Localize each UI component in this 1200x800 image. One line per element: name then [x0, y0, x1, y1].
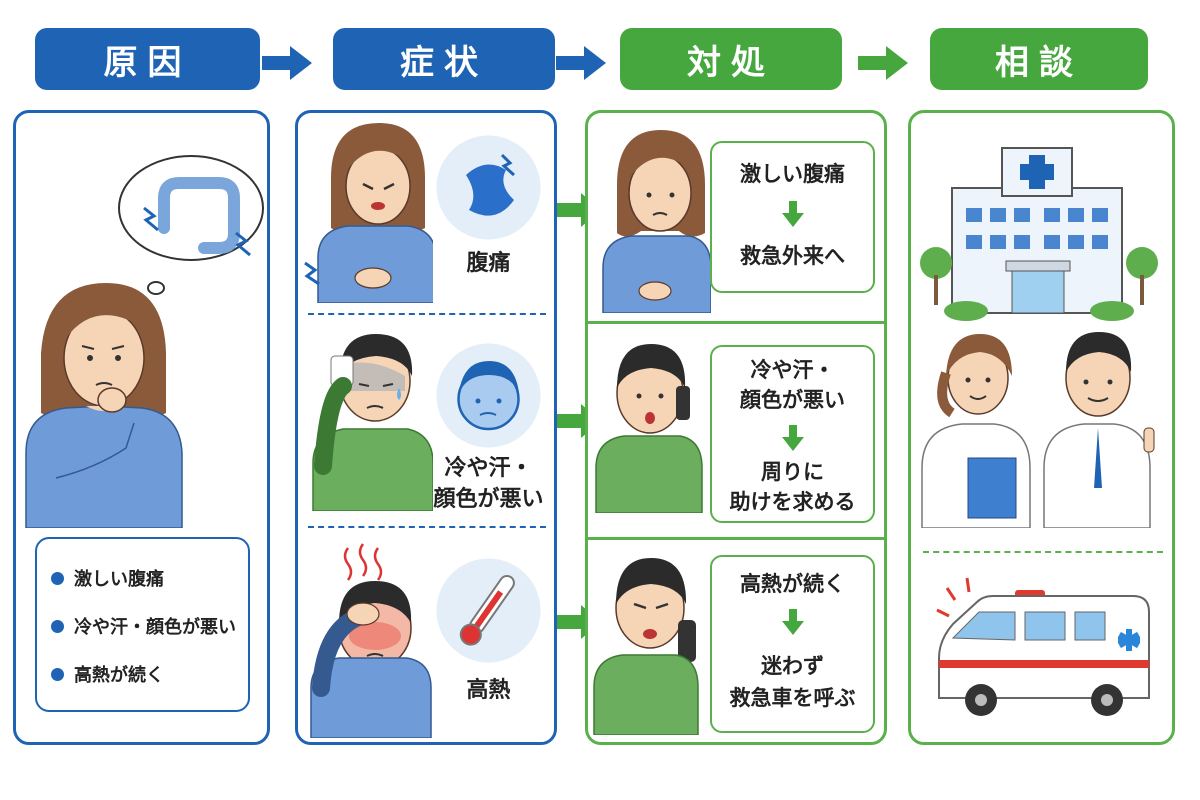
man-fever-illustration — [310, 543, 432, 738]
action-box: 冷や汗・ 顔色が悪い 周りに 助けを求める — [710, 345, 875, 523]
divider — [588, 321, 884, 324]
man-calling-illustration — [593, 558, 699, 735]
lightning-pain-icon — [436, 135, 541, 244]
action-response: 救急外来へ — [740, 244, 845, 268]
step-header-cause: 原因 — [35, 28, 260, 90]
action-trigger: 高熱が続く — [740, 572, 845, 596]
symptom-label: 腹痛 — [466, 251, 511, 276]
woman-stomach-pain-illustration — [304, 123, 433, 303]
ambulance-illustration — [936, 577, 1150, 716]
action-box: 激しい腹痛 救急外来へ — [710, 141, 875, 293]
divider — [308, 526, 546, 528]
cause-item-label: 激しい腹痛 — [74, 569, 164, 590]
action-box: 高熱が続く 迷わず 救急車を呼ぶ — [710, 555, 875, 733]
divider — [308, 313, 546, 315]
symptom-label-line: 冷や汗・ — [444, 456, 533, 481]
arrow-down-icon — [781, 609, 804, 635]
step-header-action: 対処 — [620, 28, 842, 90]
medical-staff-illustration — [921, 332, 1155, 528]
divider — [588, 537, 884, 540]
action-trigger: 冷や汗・ — [750, 358, 835, 382]
divider — [923, 551, 1163, 553]
woman-stomach-pain-illustration — [602, 130, 711, 313]
cause-list-box: 激しい腹痛 冷や汗・顔色が悪い 高熱が続く — [35, 537, 250, 712]
cause-panel: 激しい腹痛 冷や汗・顔色が悪い 高熱が続く — [13, 110, 270, 745]
pale-face-icon — [436, 343, 541, 452]
action-panel: 激しい腹痛 救急外来へ 冷や汗・ 顔色が悪い 周りに 助けを求める 高熱が続く … — [585, 110, 887, 745]
bullet-icon — [51, 667, 64, 681]
symptom-panel: 腹痛 冷や汗・ 顔色が悪い — [295, 110, 557, 745]
symptom-label-line: 顔色が悪い — [433, 487, 544, 512]
man-sweating-illustration — [312, 334, 433, 511]
action-trigger: 激しい腹痛 — [740, 162, 845, 186]
action-trigger: 顔色が悪い — [740, 388, 845, 412]
bullet-icon — [51, 619, 64, 633]
step-header-consult: 相談 — [930, 28, 1148, 90]
list-item: 高熱が続く — [51, 661, 164, 687]
list-item: 冷や汗・顔色が悪い — [51, 613, 236, 639]
arrow-down-icon — [781, 425, 804, 451]
symptom-label: 高熱 — [466, 678, 511, 703]
symptom-label: 冷や汗・ 顔色が悪い — [426, 453, 551, 515]
hospital-building-illustration — [920, 147, 1158, 321]
consult-panel — [908, 110, 1175, 745]
bullet-icon — [51, 571, 64, 585]
thermometer-icon — [436, 558, 541, 667]
action-response: 迷わず — [761, 654, 824, 678]
cause-item-label: 高熱が続く — [74, 665, 164, 686]
action-response: 助けを求める — [729, 490, 856, 514]
man-on-phone-illustration — [595, 344, 703, 513]
arrow-down-icon — [781, 201, 804, 227]
cause-item-label: 冷や汗・顔色が悪い — [74, 617, 236, 638]
action-response: 救急車を呼ぶ — [729, 686, 856, 710]
list-item: 激しい腹痛 — [51, 565, 164, 591]
thinking-woman-illustration — [25, 155, 264, 528]
step-header-symptom: 症状 — [333, 28, 555, 90]
action-response: 周りに — [761, 460, 824, 484]
